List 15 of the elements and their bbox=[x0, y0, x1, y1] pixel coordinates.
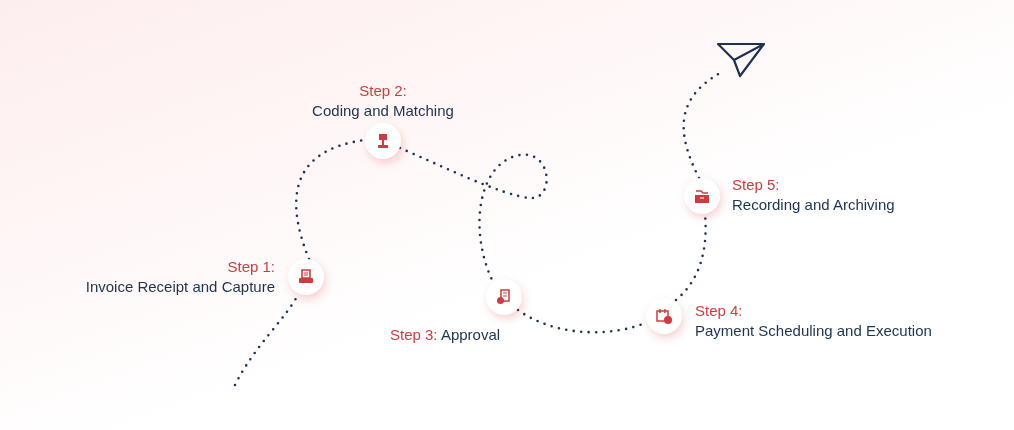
step-circle bbox=[486, 279, 522, 315]
step-number: Step 4: bbox=[695, 301, 743, 320]
step-circle bbox=[288, 259, 324, 295]
step-number: Step 2: bbox=[359, 81, 407, 100]
step-title: Payment Scheduling and Execution bbox=[695, 321, 932, 340]
step-number: Step 5: bbox=[732, 175, 780, 194]
step-title: Step 3: Approval bbox=[390, 325, 501, 344]
step-title: Coding and Matching bbox=[312, 101, 454, 120]
step-title: Invoice Receipt and Capture bbox=[85, 277, 275, 296]
picture bbox=[716, 42, 766, 78]
step-circle bbox=[365, 123, 401, 159]
step-title: Recording and Archiving bbox=[732, 195, 895, 214]
step-circle bbox=[646, 298, 682, 334]
step-circle bbox=[684, 178, 720, 214]
step-number: Step 1: bbox=[227, 257, 275, 276]
